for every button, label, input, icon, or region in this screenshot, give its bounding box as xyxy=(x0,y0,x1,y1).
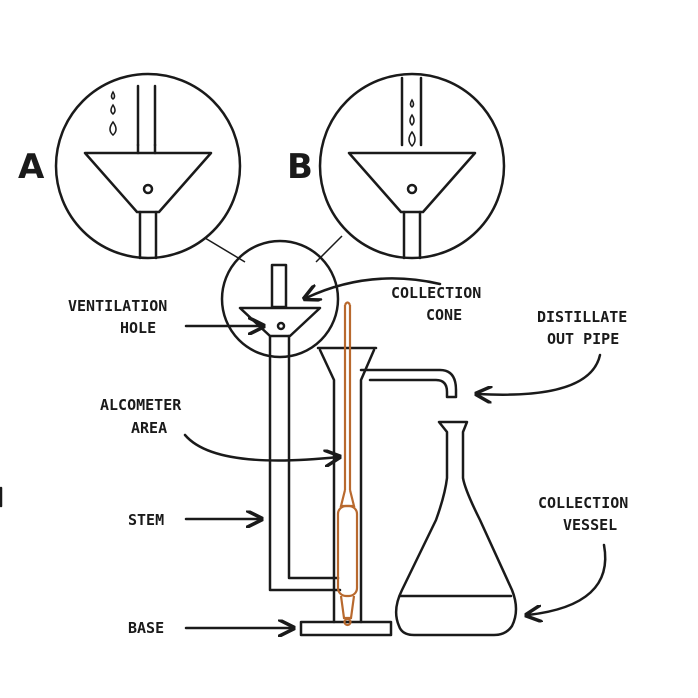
droplet-icon xyxy=(409,113,415,127)
arrow-collection-cone xyxy=(306,277,442,298)
zoom-circle-small xyxy=(220,239,340,359)
base-plate xyxy=(299,620,393,637)
label-base: BASE xyxy=(128,619,164,637)
stem-tube-outer xyxy=(268,334,342,592)
droplet-icon xyxy=(110,103,116,115)
ventilation-hole-icon xyxy=(142,183,154,195)
droplet-icon xyxy=(408,130,416,148)
label-alcometer-area: ALCOMETER AREA xyxy=(100,396,190,437)
droplet-icon xyxy=(409,98,415,108)
zoom-circle-b xyxy=(318,72,506,260)
label-ventilation-hole: VENTILATION HOLE xyxy=(68,297,176,337)
stem-tube-inner xyxy=(287,334,340,580)
droplet-icon xyxy=(109,120,117,136)
label-distillate-out-pipe: DISTILLATE OUT PIPE xyxy=(537,308,636,348)
arrow-collection-vessel xyxy=(528,543,607,615)
alcometer-chamber xyxy=(316,346,378,624)
droplet-icon xyxy=(110,90,116,100)
distillate-out-pipe xyxy=(359,368,458,399)
alcometer-hydrometer xyxy=(336,301,359,627)
panel-b-label: B xyxy=(287,147,313,187)
panel-a-label: A xyxy=(18,147,45,187)
arrow-alcometer-area xyxy=(183,433,338,461)
arrow-distillate-out-pipe xyxy=(478,353,602,395)
label-stem: STEM xyxy=(128,511,164,529)
collection-vessel-flask xyxy=(394,420,518,637)
zoom-circle-a xyxy=(54,72,242,260)
label-collection-cone: COLLECTION CONE xyxy=(391,284,490,324)
label-collection-vessel: COLLECTION VESSEL xyxy=(538,494,637,534)
ventilation-hole-icon xyxy=(406,183,418,195)
